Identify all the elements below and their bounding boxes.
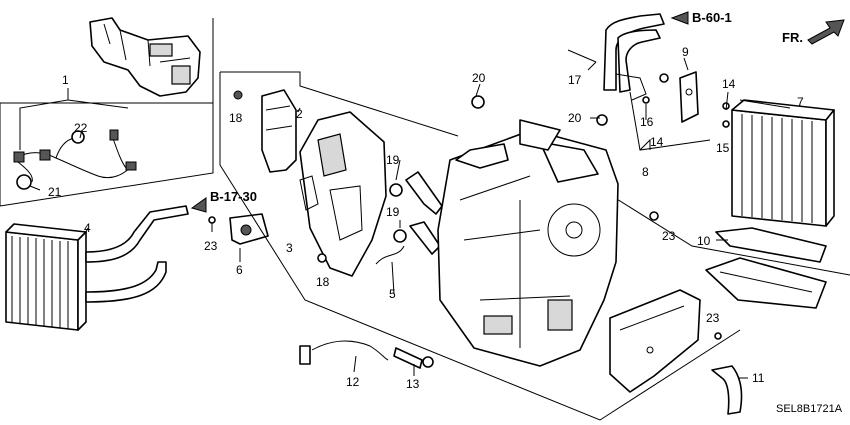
callout-21: 21 bbox=[48, 185, 62, 199]
callout-5: 5 bbox=[389, 287, 396, 301]
callout-18a: 18 bbox=[229, 111, 243, 125]
callout-22: 22 bbox=[74, 121, 88, 135]
callout-15: 15 bbox=[716, 141, 730, 155]
callout-4: 4 bbox=[84, 221, 91, 235]
door-linkages bbox=[375, 171, 443, 265]
callout-10: 10 bbox=[697, 234, 711, 248]
callout-14b: 14 bbox=[650, 135, 664, 149]
reference-b17: B-17-30 bbox=[210, 189, 257, 204]
callout-23a: 23 bbox=[204, 239, 218, 253]
heater-core bbox=[5, 205, 189, 331]
callout-23b: 23 bbox=[662, 229, 676, 243]
reference-b60: B-60-1 bbox=[692, 10, 732, 25]
front-label: FR. bbox=[782, 30, 803, 45]
screws bbox=[317, 49, 730, 340]
callout-23c: 23 bbox=[706, 311, 720, 325]
callout-11: 11 bbox=[752, 371, 765, 385]
main-housing bbox=[437, 119, 619, 367]
callout-19a: 19 bbox=[386, 153, 400, 167]
inset-unit-sketch bbox=[89, 17, 201, 97]
leader-lines bbox=[19, 57, 791, 379]
callout-14a: 14 bbox=[722, 77, 736, 91]
wire-harness bbox=[13, 129, 137, 190]
mode-actuator bbox=[208, 213, 269, 245]
drain-hose bbox=[711, 365, 743, 415]
evaporator-core bbox=[731, 99, 835, 227]
callout-9: 9 bbox=[682, 45, 689, 59]
temperature-sensor bbox=[299, 340, 434, 369]
front-direction-arrow bbox=[807, 19, 845, 45]
callout-labels: 1 2 3 4 5 6 7 8 9 10 11 12 13 14 14 15 1… bbox=[48, 45, 804, 391]
callout-13: 13 bbox=[406, 377, 420, 391]
callout-6: 6 bbox=[236, 263, 243, 277]
blend-door-motor bbox=[233, 89, 297, 173]
callout-1: 1 bbox=[62, 73, 69, 87]
inset-box bbox=[0, 18, 214, 207]
callout-2: 2 bbox=[296, 107, 303, 121]
expansion-valve bbox=[603, 13, 699, 123]
callout-16: 16 bbox=[640, 115, 654, 129]
callout-20a: 20 bbox=[472, 71, 486, 85]
lower-cover bbox=[609, 289, 701, 393]
callout-3: 3 bbox=[286, 241, 293, 255]
callout-8: 8 bbox=[642, 165, 649, 179]
exploded-boundary bbox=[219, 71, 850, 421]
callout-18b: 18 bbox=[316, 275, 330, 289]
callout-7: 7 bbox=[797, 95, 804, 109]
diagram-code: SEL8B1721A bbox=[776, 403, 843, 415]
reference-arrows bbox=[190, 11, 689, 213]
callout-17: 17 bbox=[568, 73, 582, 87]
callout-19b: 19 bbox=[386, 205, 400, 219]
callout-12: 12 bbox=[346, 375, 360, 389]
callout-20b: 20 bbox=[568, 111, 582, 125]
left-housing bbox=[299, 111, 387, 277]
evaporator-cover bbox=[705, 227, 827, 309]
